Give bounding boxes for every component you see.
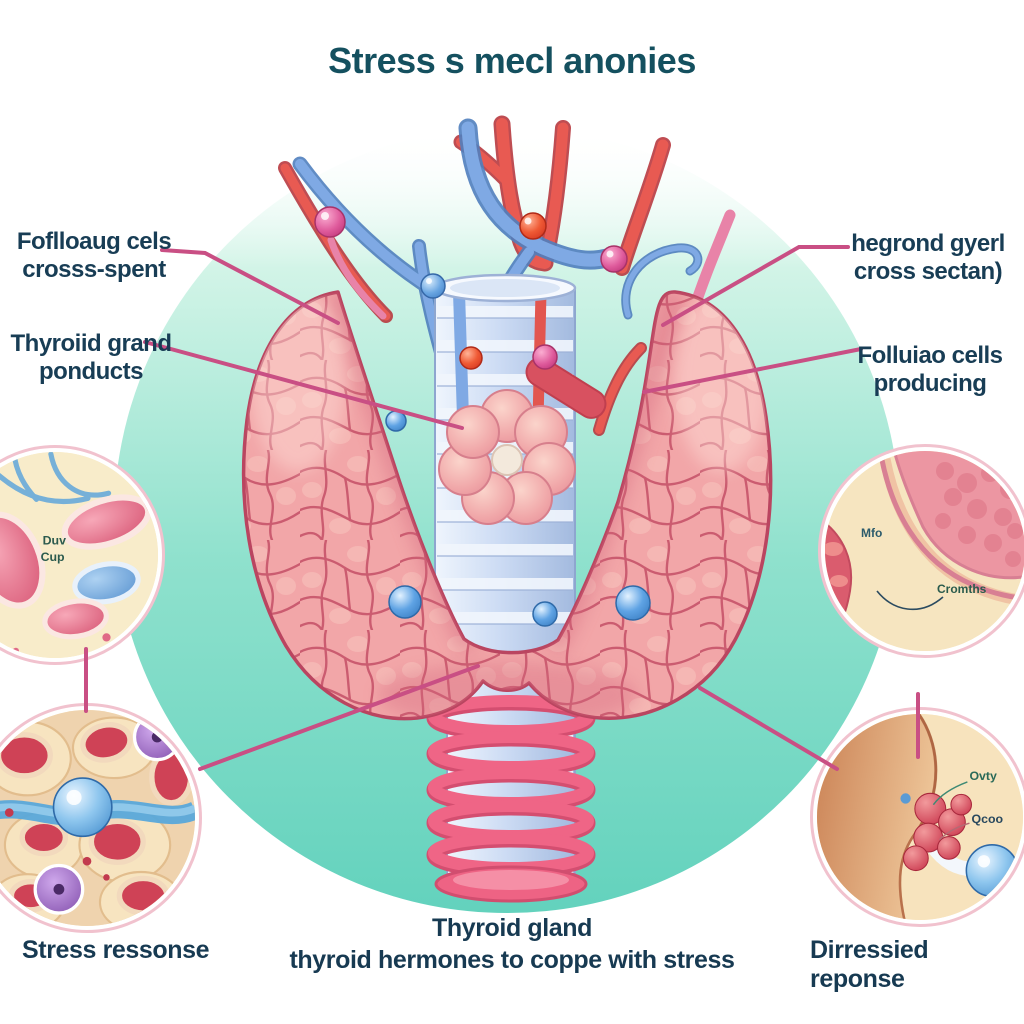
label-right-mid: Folluiao cells producing [832, 342, 1024, 399]
label-left-mid: Thyroiid grand ponducts [0, 330, 196, 387]
label-left-mid-line2: ponducts [39, 358, 144, 386]
inset-hormone-release: Ovty Qcoo [810, 707, 1024, 927]
inset-stress-histology [0, 703, 202, 933]
inset-stress-histology-art [0, 710, 195, 926]
label-left-top-line2: crosss-spent [22, 256, 166, 284]
inset-rm-tiny-label-1: Mfo [861, 526, 882, 540]
inset-rb-tiny-label-1: Ovty [969, 769, 997, 783]
caption-thyroid-gland-line2: thyroid hermones to coppe with stress [289, 946, 735, 974]
inset-gland-cross-section: Mfo Cromths [818, 444, 1024, 658]
caption-stress-response: Stress ressonse [22, 936, 210, 964]
trachea-lower [426, 651, 596, 903]
label-right-top: hegrond gyerl cross sectan) [828, 230, 1024, 287]
inset-follicle-cells-art: Duv Cup [0, 452, 158, 658]
inset-rm-tiny-label-2: Cromths [937, 582, 987, 596]
inset-lm-tiny-label-2: Cup [41, 550, 65, 564]
inset-rb-tiny-label-2: Qcoo [972, 812, 1004, 826]
vessel-end-balls [314, 206, 628, 370]
label-left-top-line1: Foflloaug cels [16, 228, 172, 255]
label-right-mid-line1: Folluiao cells [857, 342, 1003, 369]
caption-thyroid-gland: Thyroid gland thyroid hermones to coppe … [0, 912, 1024, 976]
inset-lm-tiny-label-1: Duv [43, 534, 66, 548]
caption-distressed-response: Dirressied reponse [810, 936, 929, 993]
label-right-top-line1: hegrond gyerl [851, 230, 1005, 257]
label-right-mid-line2: producing [873, 370, 987, 398]
label-left-top: Foflloaug cels crosss-spent [4, 228, 184, 285]
diagram-title: Stress s mecl anonies [328, 40, 696, 81]
label-left-mid-line1: Thyroiid grand [10, 330, 173, 357]
caption-thyroid-gland-line1: Thyroid gland [431, 914, 593, 942]
label-right-top-line2: cross sectan) [853, 258, 1003, 286]
inset-gland-cross-section-art: Mfo Cromths [825, 451, 1024, 651]
inset-hormone-release-art: Ovty Qcoo [817, 714, 1023, 920]
